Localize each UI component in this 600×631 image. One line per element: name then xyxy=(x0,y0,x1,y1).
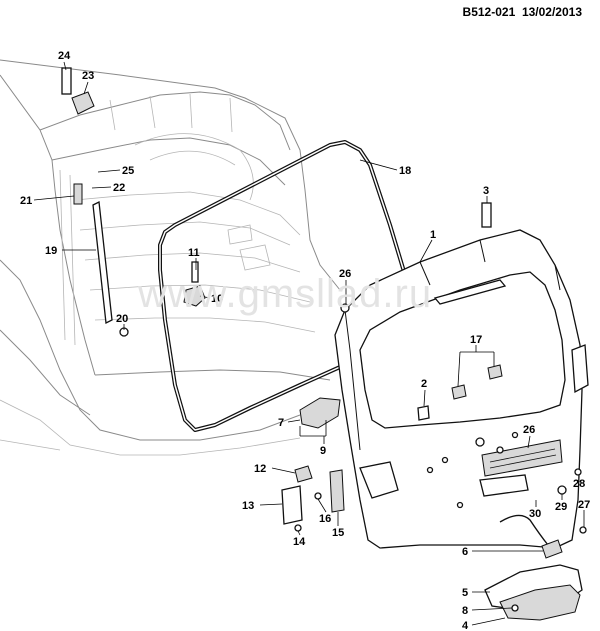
strut-19 xyxy=(92,201,113,324)
callout-13: 13 xyxy=(242,500,254,512)
callout-8: 8 xyxy=(462,605,468,617)
diagram-date: 13/02/2013 xyxy=(521,5,582,19)
callout-5: 5 xyxy=(462,587,468,599)
callout-19: 19 xyxy=(45,245,57,257)
bracket-23 xyxy=(71,91,95,115)
callout-6: 6 xyxy=(462,546,468,558)
bolt-26a xyxy=(340,303,350,313)
callout-labels: 24 23 25 22 21 18 3 1 19 11 10 20 26 17 … xyxy=(20,50,590,631)
callout-24: 24 xyxy=(58,50,71,62)
callout-11: 11 xyxy=(188,247,200,259)
bumper-17a xyxy=(451,384,467,400)
bolt-28 xyxy=(574,468,582,476)
switch-13 xyxy=(281,485,303,525)
callout-16: 16 xyxy=(319,513,331,525)
callout-15: 15 xyxy=(332,527,344,539)
callout-9: 9 xyxy=(320,445,326,457)
bumper-17b xyxy=(487,364,503,380)
callout-29: 29 xyxy=(555,501,567,513)
vehicle-rear-body xyxy=(0,59,341,456)
callout-2: 2 xyxy=(421,378,427,390)
callout-26-upper: 26 xyxy=(339,268,351,280)
diagram-header: B512-021 13/02/2013 xyxy=(463,5,582,19)
callout-1: 1 xyxy=(430,229,436,241)
bumper-2 xyxy=(417,405,430,421)
bump-stop-3 xyxy=(481,202,492,228)
latch-7 xyxy=(299,397,341,429)
garnish-4 xyxy=(499,584,581,621)
camera-6 xyxy=(541,539,563,559)
callout-23: 23 xyxy=(82,70,94,82)
callout-27: 27 xyxy=(578,499,590,511)
callout-28: 28 xyxy=(573,478,585,490)
bolt-16 xyxy=(314,492,322,500)
callout-10: 10 xyxy=(211,293,223,305)
diagram-code: B512-021 xyxy=(462,5,516,19)
callout-22: 22 xyxy=(113,182,125,194)
callout-4: 4 xyxy=(462,620,469,631)
clip-8 xyxy=(511,604,519,612)
bump-stop-24 xyxy=(61,67,72,95)
callout-14: 14 xyxy=(293,536,306,548)
nut-29 xyxy=(557,485,567,495)
leader-lines xyxy=(33,61,585,626)
actuator-12 xyxy=(294,465,313,483)
bracket-15 xyxy=(329,469,345,513)
callout-18: 18 xyxy=(399,165,411,177)
callout-17: 17 xyxy=(470,334,482,346)
callout-25: 25 xyxy=(122,165,134,177)
bracket-21 xyxy=(73,183,83,205)
callout-7: 7 xyxy=(278,417,284,429)
callout-12: 12 xyxy=(254,463,266,475)
callout-26-lower: 26 xyxy=(523,424,535,436)
watermark: www.gmsllad.ru xyxy=(138,272,433,316)
bolt-27 xyxy=(579,526,587,534)
callout-3: 3 xyxy=(483,185,489,197)
bolt-14 xyxy=(294,524,302,532)
striker-10 xyxy=(183,285,206,307)
callout-21: 21 xyxy=(20,195,32,207)
harness-30 xyxy=(499,514,549,546)
callout-20: 20 xyxy=(116,313,128,325)
callout-30: 30 xyxy=(529,508,541,520)
